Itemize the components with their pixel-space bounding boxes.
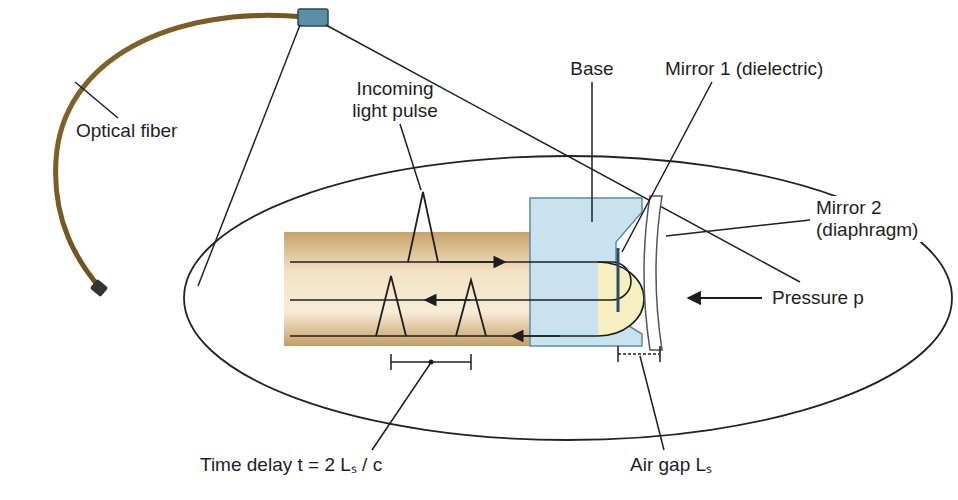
fiber-label: Optical fiber xyxy=(76,120,216,142)
fiber-connector xyxy=(90,279,108,297)
gap-label: Air gap Lₛ xyxy=(630,454,780,476)
mirror-1 xyxy=(617,248,620,312)
fiber-zoom xyxy=(284,232,534,346)
pulse-label: Incoming light pulse xyxy=(340,78,450,122)
magnifier-ellipse xyxy=(184,156,952,440)
light-pulse xyxy=(408,192,438,262)
light-pulse xyxy=(376,276,406,336)
pressure-label: Pressure p xyxy=(772,287,922,309)
mirror-label: Mirror 2 (diaphragm) xyxy=(814,196,948,242)
mirror-label: Mirror 1 (dielectric) xyxy=(665,58,895,80)
delay-label: Time delay t = 2 Lₛ / c xyxy=(200,454,520,476)
light-pulse xyxy=(456,280,486,336)
base-label: Base xyxy=(562,58,622,80)
diaphragm xyxy=(644,196,662,350)
sensor-head xyxy=(298,9,328,26)
fiber-cable xyxy=(56,15,305,288)
